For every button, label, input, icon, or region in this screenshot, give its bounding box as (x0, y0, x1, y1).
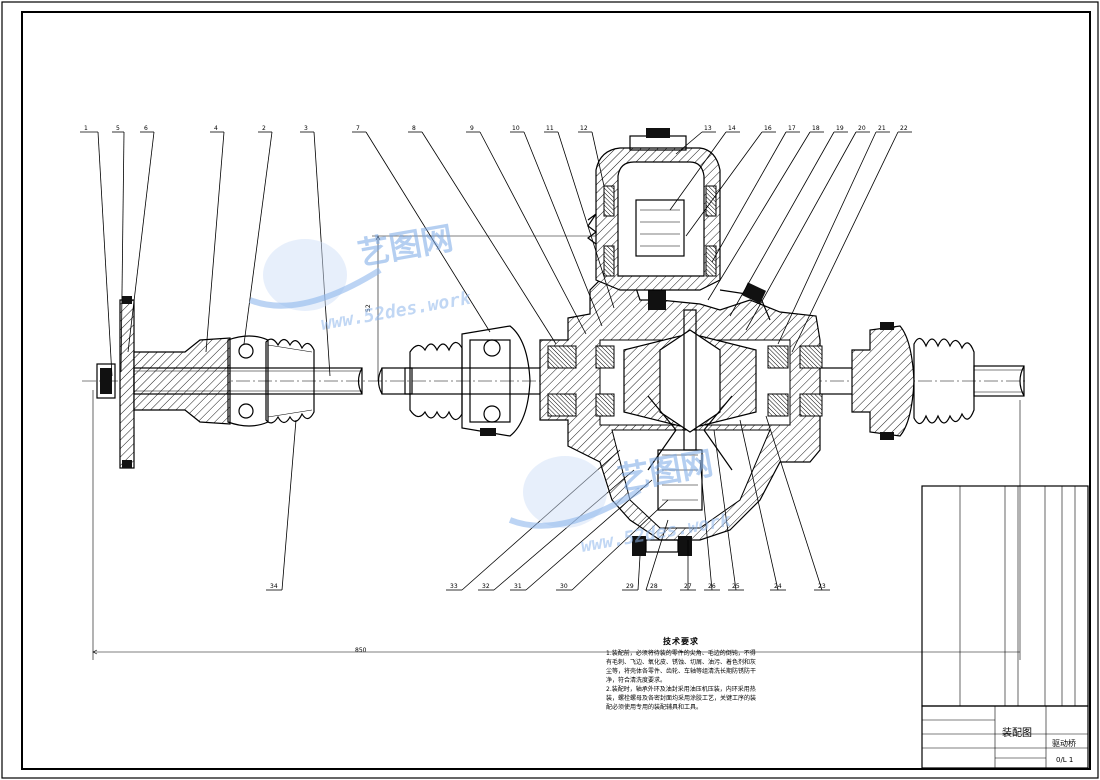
callout-labels-bottom: 34 33 32 31 30 29 28 27 26 25 24 23 (270, 583, 826, 590)
callout-label: 1 (84, 125, 88, 132)
inner-border (21, 11, 1091, 770)
watermark-top: 艺图网 www.52des.work (248, 219, 473, 335)
overall-dimension (92, 390, 1021, 660)
callout-label: 4 (214, 125, 218, 132)
callout-label: 8 (412, 125, 416, 132)
callout-label: 18 (812, 125, 820, 132)
callout-label: 5 (116, 125, 120, 132)
callout-label: 23 (818, 583, 826, 590)
parts-list-table (921, 485, 1089, 707)
input-gear-housing (587, 128, 721, 291)
callout-label: 14 (728, 125, 736, 132)
title-block (921, 705, 1089, 769)
callout-label: 28 (650, 583, 658, 590)
right-output-flange (851, 322, 915, 440)
callout-label: 24 (774, 583, 782, 590)
callout-label: 17 (788, 125, 796, 132)
title-block-name: 驱动桥 (1052, 739, 1076, 748)
callout-label: 29 (626, 583, 634, 590)
right-bearings (767, 345, 823, 417)
right-cv-boot (913, 337, 1025, 425)
left-bearings (547, 345, 615, 417)
tech-requirement-item: 1.装配前，必须将待装的零件的尖角、毛边的倒钝，不得有毛刺、飞边、氧化皮、锈蚀、… (606, 650, 757, 684)
callout-label: 33 (450, 583, 458, 590)
callout-label: 21 (878, 125, 886, 132)
callout-label: 16 (764, 125, 772, 132)
callout-label: 30 (560, 583, 568, 590)
differential-gear-set (623, 280, 757, 511)
dimension-height-text: 52 (365, 304, 372, 312)
callout-label: 3 (304, 125, 308, 132)
callout-label: 7 (356, 125, 360, 132)
overall-dimension-label: 850 (355, 647, 367, 654)
drain-plug (632, 536, 692, 556)
callout-label: 32 (482, 583, 490, 590)
callout-label: 6 (144, 125, 148, 132)
technical-requirements: 技术要求 1.装配前，必须将待装的零件的尖角、毛边的倒钝，不得有毛刺、飞边、氧化… (606, 637, 756, 712)
inner-left-cv-joint (409, 325, 531, 437)
callout-label: 2 (262, 125, 266, 132)
callout-label: 22 (900, 125, 908, 132)
watermark-url: www.52des.work (319, 288, 473, 335)
height-dimension: 52 (365, 235, 596, 381)
callout-label: 31 (514, 583, 522, 590)
left-cv-joint (227, 335, 315, 427)
title-block-title: 装配图 (1002, 728, 1032, 739)
left-wheel-flange (96, 296, 231, 469)
fill-plug (719, 282, 771, 321)
callout-label: 19 (836, 125, 844, 132)
callout-label: 9 (470, 125, 474, 132)
callout-label: 10 (512, 125, 520, 132)
tech-requirements-title: 技术要求 (663, 637, 699, 646)
watermark-brand: 艺图网 (355, 219, 456, 273)
tech-requirement-item: 2.装配时，轴承外环及油封采用油压机压装，内环采用热装，螺栓螺母及各密封面均采用… (606, 686, 757, 711)
left-half-shaft (133, 367, 413, 395)
callout-label: 27 (684, 583, 692, 590)
callout-label: 20 (858, 125, 866, 132)
callout-label: 34 (270, 583, 278, 590)
title-block-code: 0/L 1 (1056, 756, 1074, 764)
callout-label: 26 (708, 583, 716, 590)
callout-label: 13 (704, 125, 712, 132)
callout-label: 12 (580, 125, 588, 132)
callout-label: 11 (546, 125, 554, 132)
callout-labels-top: 1 5 6 4 2 3 7 8 9 10 11 12 13 14 16 17 1… (84, 125, 908, 132)
callout-leaders-top (80, 131, 912, 377)
callout-label: 25 (732, 583, 740, 590)
